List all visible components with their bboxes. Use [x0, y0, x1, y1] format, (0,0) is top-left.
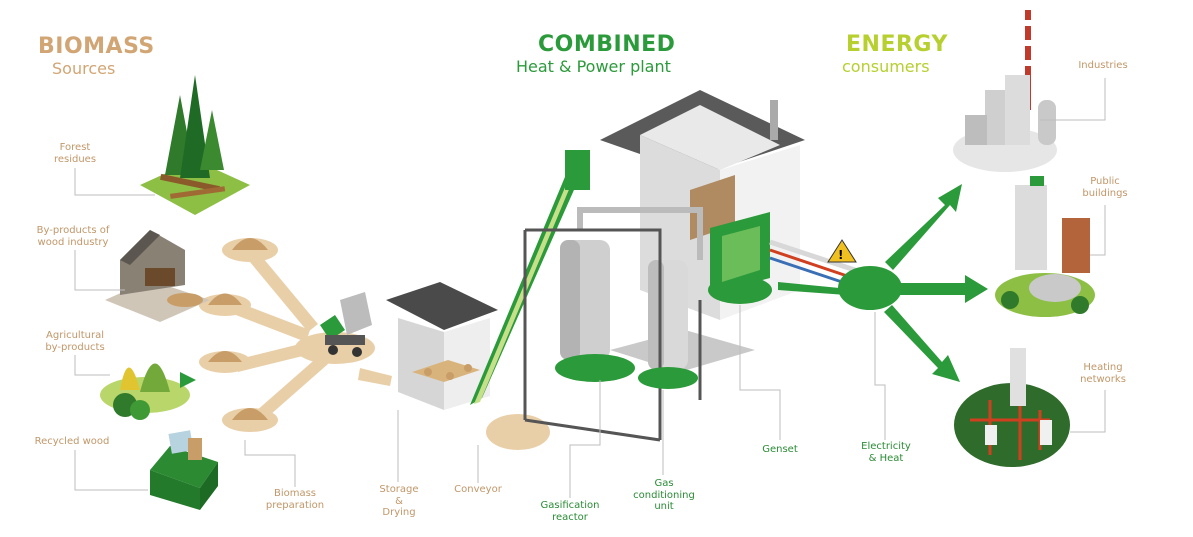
- leader-genset: [739, 305, 781, 440]
- energy-subtitle: consumers: [842, 57, 930, 76]
- label-conveyor: Conveyor: [454, 484, 502, 495]
- reactor-icon: [523, 207, 703, 442]
- label-forest-residues: Forest residues: [53, 142, 97, 165]
- industries-icon: [953, 10, 1057, 172]
- label-storage-drying: Storage & Drying: [379, 484, 419, 518]
- leader-lines: [74, 78, 1106, 498]
- label-gasification-reactor: Gasification reactor: [540, 500, 600, 523]
- biomass-piles: [199, 238, 278, 432]
- chp-title: COMBINED: [538, 32, 676, 57]
- biomass-subtitle: Sources: [52, 59, 116, 78]
- leader-public: [1090, 205, 1106, 256]
- arrow-recycled: [255, 355, 328, 422]
- leader-agri: [74, 355, 110, 376]
- leader-industries: [1040, 78, 1106, 121]
- public-buildings-icon: [995, 176, 1095, 317]
- pile-4: [232, 408, 268, 420]
- leader-recycled: [74, 450, 148, 491]
- arrow-to-storage: [358, 368, 392, 386]
- forest-icon: [140, 75, 250, 215]
- arrow-to-public-buildings: [898, 275, 988, 303]
- heating-networks-icon: [954, 348, 1070, 467]
- pile-2: [208, 293, 242, 305]
- chp-subtitle: Heat & Power plant: [516, 57, 671, 76]
- pile-1: [232, 238, 268, 250]
- arrow-to-heating-networks: [884, 305, 960, 382]
- label-public-buildings: Public buildings: [1082, 176, 1128, 199]
- arrow-agri: [235, 342, 311, 372]
- label-biomass-preparation: Biomass preparation: [265, 488, 325, 511]
- arrow-to-industries: [885, 184, 962, 270]
- arrow-forest: [250, 252, 318, 332]
- pile-3: [208, 351, 242, 362]
- recycled-wood-icon: [150, 430, 218, 510]
- label-recycled-wood: Recycled wood: [34, 436, 110, 447]
- sawmill-icon: [105, 230, 210, 322]
- svg-text:!: !: [838, 248, 843, 262]
- label-gas-conditioning: Gas conditioning unit: [633, 478, 695, 512]
- label-industries: Industries: [1078, 60, 1128, 71]
- label-electricity-heat: Electricity & Heat: [861, 441, 911, 464]
- biomass-title: BIOMASS: [38, 34, 155, 59]
- leader-forest: [74, 168, 155, 196]
- energy-title: ENERGY: [846, 32, 948, 57]
- agriculture-icon: [100, 363, 196, 420]
- leader-reactor: [569, 380, 601, 498]
- label-genset: Genset: [762, 444, 798, 455]
- leader-electricity: [874, 312, 886, 440]
- label-agricultural: Agricultural by-products: [45, 330, 105, 353]
- distribution-hub: [838, 184, 988, 382]
- equipment-bases: [555, 212, 772, 389]
- leader-preparation: [244, 440, 296, 487]
- label-wood-industry: By-products of wood industry: [36, 225, 110, 248]
- label-heating-networks: Heating networks: [1080, 362, 1126, 385]
- source-arrows: [228, 252, 392, 422]
- leader-heating: [1070, 390, 1106, 433]
- truck-icon: [295, 292, 375, 364]
- leader-wood-industry: [74, 250, 125, 291]
- arrow-wood-industry: [228, 300, 310, 342]
